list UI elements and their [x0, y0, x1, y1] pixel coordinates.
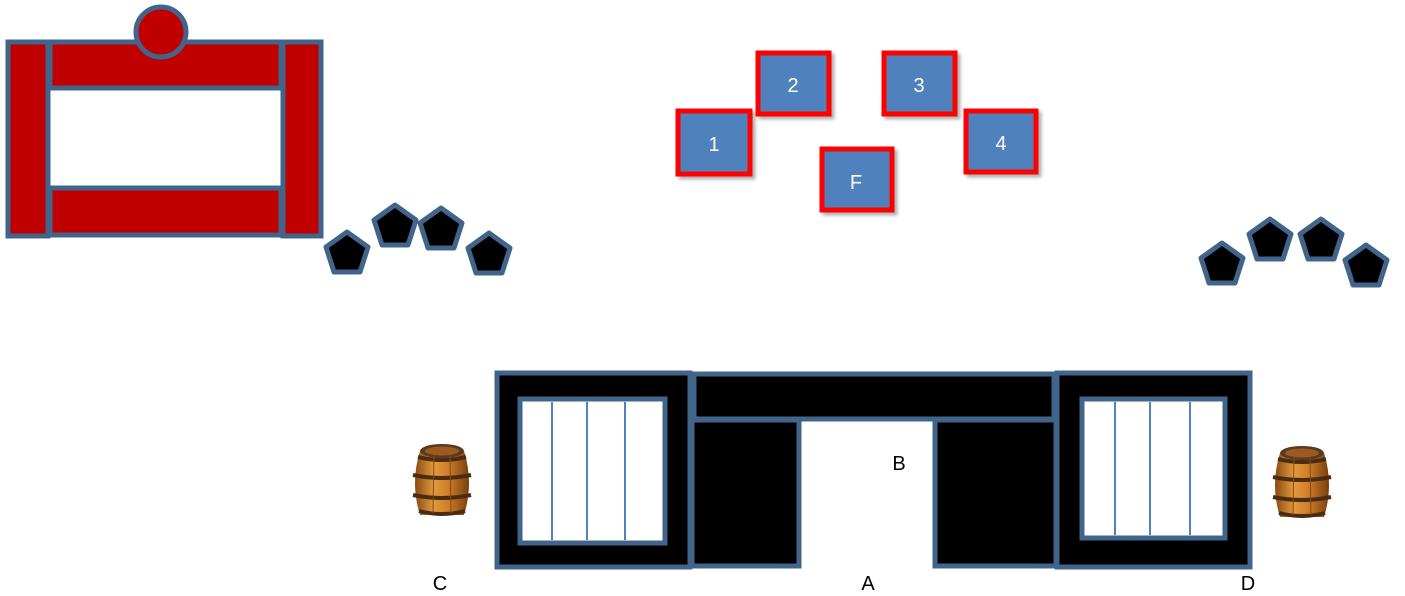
- red-frame-right-post: [280, 39, 324, 239]
- left-cabinet-window: [517, 396, 668, 546]
- pentagon-group-left: [326, 205, 510, 273]
- pentagon-icon: [1201, 243, 1243, 283]
- pentagon-icon: [1249, 219, 1291, 259]
- marker-2-label: 2: [787, 75, 798, 97]
- red-frame-circle: [133, 4, 189, 60]
- marker-f-label: F: [850, 172, 862, 194]
- right-pillar: [932, 417, 1059, 569]
- marker-1: 1: [675, 108, 753, 177]
- pentagon-group-right: [1201, 219, 1387, 285]
- position-label-a: A: [861, 573, 875, 595]
- red-frame-bottom-bar: [47, 185, 284, 238]
- right-cabinet-window: [1079, 396, 1228, 541]
- pentagon-icon: [374, 205, 416, 245]
- marker-f: F: [819, 146, 895, 213]
- position-label-b: B: [892, 453, 905, 475]
- barrel-icon: [411, 442, 473, 517]
- pentagon-icon: [326, 232, 368, 272]
- marker-3-label: 3: [913, 75, 924, 97]
- marker-4-label: 4: [995, 133, 1006, 155]
- marker-2: 2: [755, 50, 832, 117]
- position-label-c: C: [433, 573, 447, 595]
- top-beam: [691, 371, 1057, 422]
- marker-4: 4: [963, 108, 1039, 175]
- pentagon-icon: [1300, 219, 1342, 259]
- left-pillar: [689, 417, 802, 569]
- pentagon-icon: [1345, 245, 1387, 285]
- red-frame-left-post: [5, 39, 51, 239]
- stage-structure: [494, 370, 1253, 570]
- marker-1-label: 1: [708, 134, 719, 156]
- pentagon-icon: [420, 208, 462, 248]
- position-label-d: D: [1241, 573, 1255, 595]
- marker-3: 3: [881, 50, 958, 117]
- pentagon-icon: [468, 233, 510, 273]
- barrel-icon: [1271, 444, 1333, 519]
- red-frame: [5, 4, 324, 239]
